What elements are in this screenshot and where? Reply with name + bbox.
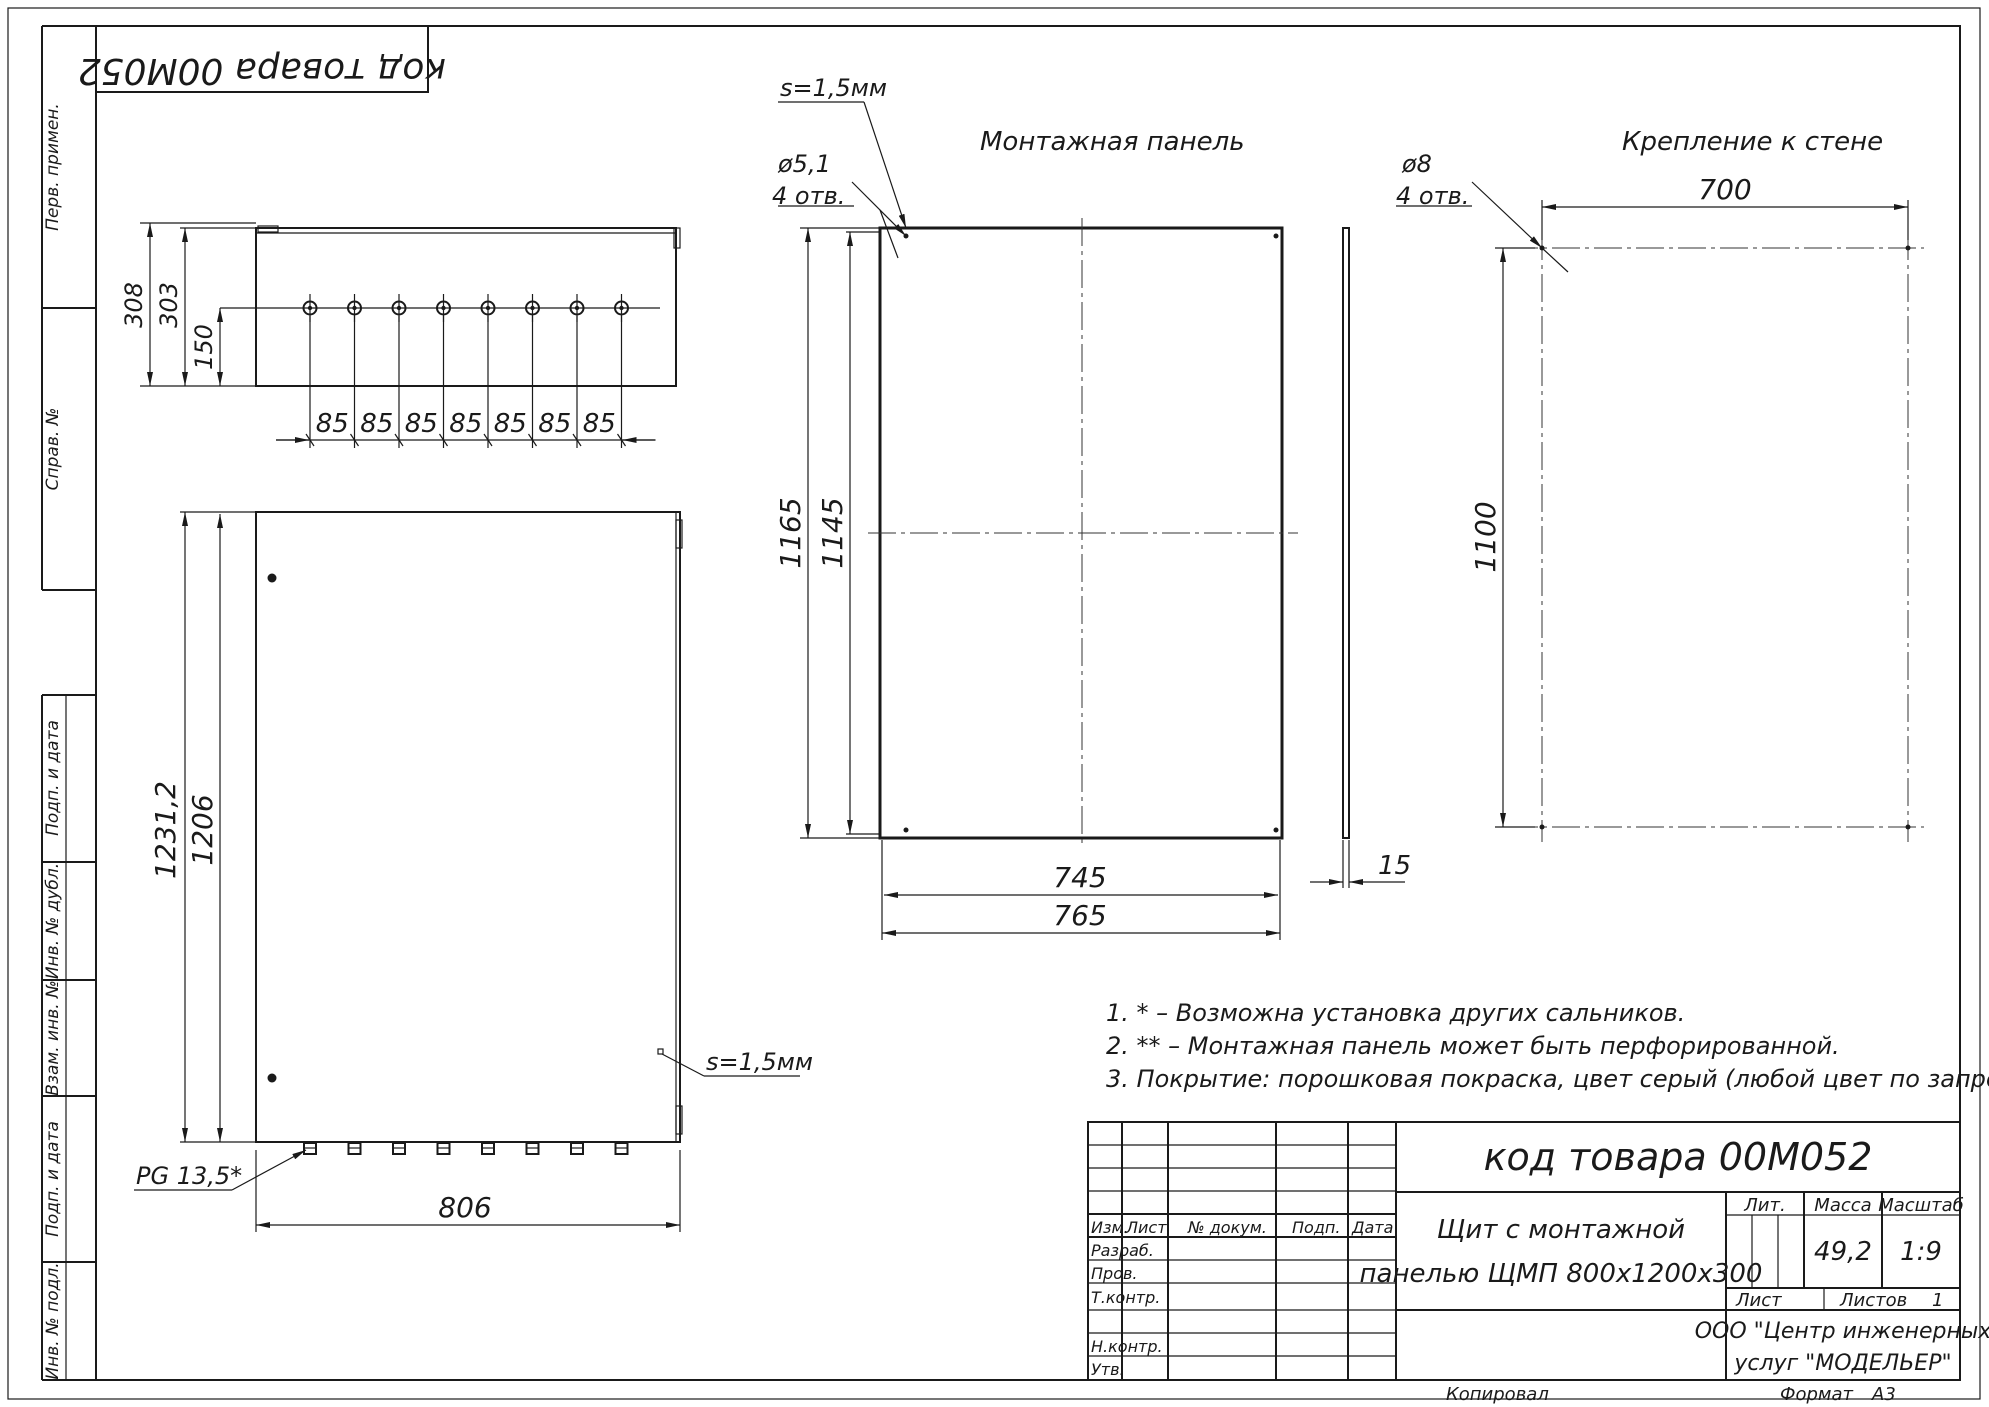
side-label-podp-data-2: Подп. и дата: [43, 1121, 63, 1237]
corner-stamp-code: код товара 00М052: [78, 50, 446, 91]
pitch-value: 85: [538, 409, 571, 439]
note-2: 2. ** – Монтажная панель может быть перф…: [1106, 1032, 1840, 1060]
pitch-tick: [394, 433, 404, 447]
pitch-tick: [483, 433, 493, 447]
outer-border: [7, 7, 1981, 1400]
org-line1: ООО "Центр инженерных: [1695, 1319, 1989, 1344]
pitch-value: 85: [583, 409, 616, 439]
role-prov: Пров.: [1091, 1264, 1138, 1283]
pitch-tick: [528, 433, 537, 447]
top-view: 308 303 150 85 85 85 85 85 85 85: [120, 222, 681, 448]
side-label-inv-podl: Инв. № подл.: [43, 1262, 63, 1379]
hdr-podp: Подп.: [1292, 1218, 1340, 1237]
pitch-value: 85: [405, 409, 438, 439]
hdr-izm: Изм.: [1091, 1218, 1129, 1237]
hdr-ndoc: № докум.: [1187, 1218, 1267, 1237]
dim-700: 700: [1698, 173, 1751, 206]
footer-format-label: Формат: [1780, 1384, 1854, 1405]
dim-15: 15: [1378, 851, 1411, 881]
dim-303: 303: [155, 282, 183, 328]
pitch-tick: [439, 433, 448, 447]
panel-title: Монтажная панель: [980, 127, 1245, 157]
hdr-data: Дата: [1351, 1218, 1393, 1237]
footer-copied: Копировал: [1446, 1384, 1549, 1405]
front-view: 1231,2 1206 806 PG 13,5* s=1,5мм: [134, 511, 813, 1232]
pitch-tick: [350, 433, 359, 447]
role-razrab: Разраб.: [1091, 1241, 1154, 1260]
side-columns: Перв. примен. Справ. № Подп. и дата Инв.…: [41, 25, 96, 1381]
dim-308: 308: [120, 282, 148, 328]
notes: 1. * – Возможна установка других сальник…: [1106, 999, 1989, 1093]
note-1: 1. * – Возможна установка других сальник…: [1106, 999, 1685, 1027]
dim-1100: 1100: [1469, 501, 1502, 572]
corner-stamp: код товара 00М052: [78, 25, 446, 93]
side-label-inv-dubl: Инв. № дубл.: [43, 863, 63, 979]
dim-150: 150: [190, 324, 218, 370]
pitch-value: 85: [360, 409, 393, 439]
pitch-value: 85: [449, 409, 482, 439]
sheets-label: Листов: [1839, 1290, 1907, 1311]
title-block: Изм. Лист № докум. Подп. Дата Разраб. Пр…: [1087, 1121, 1989, 1381]
hdr-list: Лист: [1125, 1218, 1167, 1237]
note-3: 3. Покрытие: порошковая покраска, цвет с…: [1106, 1065, 1989, 1093]
wall-title: Крепление к стене: [1622, 127, 1883, 157]
dim-745: 745: [1053, 861, 1106, 894]
side-label-vzam-inv: Взам. инв. №: [43, 980, 63, 1095]
side-label-sprav-no: Справ. №: [43, 408, 63, 491]
role-utv: Утв.: [1091, 1360, 1125, 1379]
pitch-tick: [305, 433, 315, 447]
role-tkontr: Т.контр.: [1091, 1288, 1160, 1307]
org-line2: услуг "МОДЕЛЬЕР": [1733, 1351, 1951, 1376]
scale-label: Масштаб: [1878, 1195, 1964, 1216]
lit-label: Лит.: [1743, 1195, 1785, 1216]
scale-value: 1:9: [1900, 1237, 1942, 1267]
front-view-glands: [303, 1142, 629, 1155]
front-thickness: s=1,5мм: [706, 1048, 813, 1076]
mass-label: Масса: [1814, 1195, 1871, 1216]
footer-format: А3: [1871, 1384, 1896, 1405]
side-label-perv-primen: Перв. примен.: [43, 103, 63, 231]
title-name-line1: Щит с монтажной: [1437, 1215, 1685, 1245]
dim-1145: 1145: [816, 497, 849, 568]
wall-hole-count: 4 отв.: [1396, 182, 1469, 210]
dim-1231-2: 1231,2: [149, 781, 182, 879]
dim-1165: 1165: [774, 497, 807, 568]
wall-hole-diameter: ø8: [1401, 150, 1432, 178]
gland-label: PG 13,5*: [136, 1162, 242, 1190]
title-name-line2: панелью ЩМП 800х1200х300: [1360, 1259, 1763, 1289]
pitch-value: 85: [316, 409, 349, 439]
inner-frame: [95, 25, 1961, 1381]
dim-1206: 1206: [186, 794, 219, 865]
title-code: код товара 00М052: [1484, 1135, 1873, 1179]
sheets-value: 1: [1932, 1290, 1943, 1311]
wall-view: Крепление к стене 700 1100 ø8 4 отв.: [1396, 127, 1924, 842]
pitch-value: 85: [494, 409, 527, 439]
panel-hole-count: 4 отв.: [772, 182, 845, 210]
panel-thickness: s=1,5мм: [780, 74, 887, 102]
sheet-label: Лист: [1735, 1290, 1782, 1311]
panel-view: Монтажная панель 1165 1145 745 765 15: [772, 74, 1411, 940]
pitch-dimensions: 85 85 85 85 85 85 85: [276, 316, 656, 448]
role-nkontr: Н.контр.: [1091, 1337, 1163, 1356]
dim-765: 765: [1053, 899, 1106, 932]
dim-806: 806: [438, 1191, 491, 1224]
mass-value: 49,2: [1814, 1237, 1872, 1267]
side-label-podp-data-1: Подп. и дата: [43, 720, 63, 836]
panel-hole-diameter: ø5,1: [777, 150, 831, 178]
pitch-tick: [572, 433, 582, 447]
pitch-tick: [617, 433, 626, 447]
